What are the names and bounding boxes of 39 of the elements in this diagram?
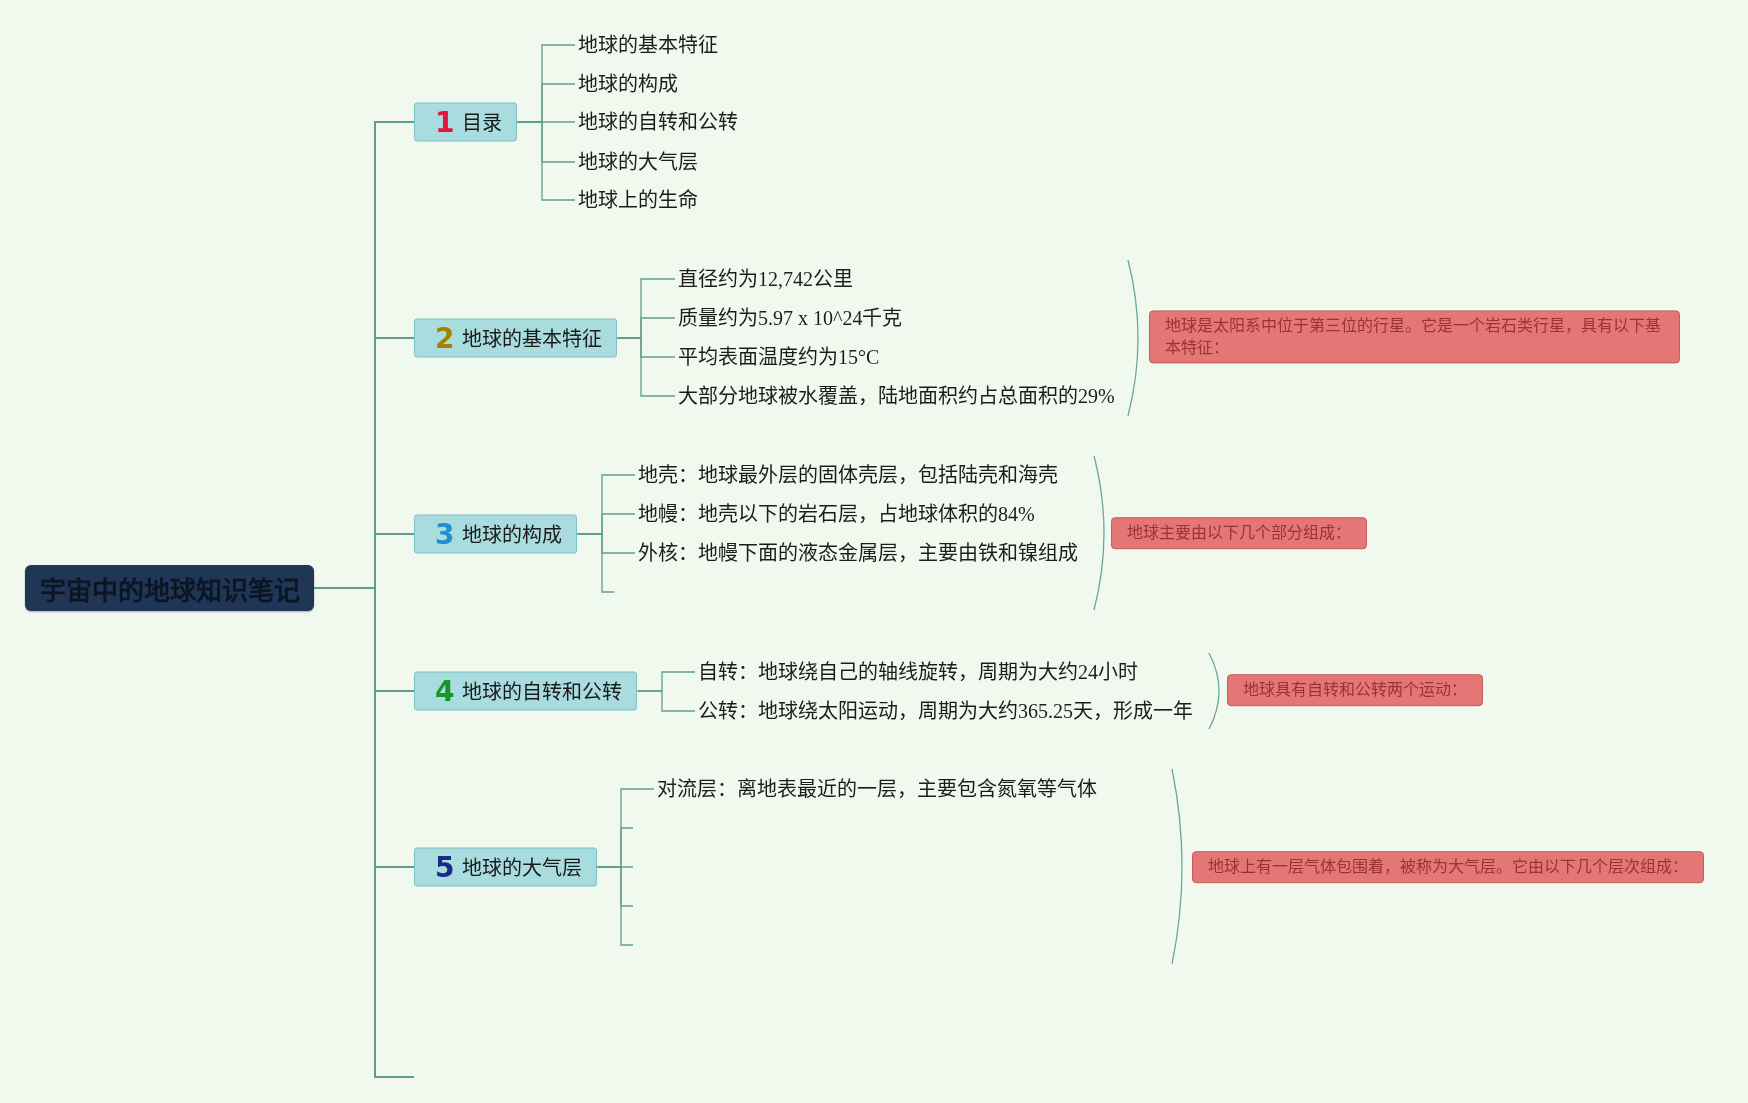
topic-title: 地球的构成 xyxy=(462,522,563,546)
subtopic-text: 平均表面温度约为15°C xyxy=(675,346,880,368)
topic-box xyxy=(414,671,638,711)
topic-number: 2 xyxy=(435,324,455,352)
topic-title: 地球的基本特征 xyxy=(462,326,603,350)
subtopic-text: 质量约为5.97 x 10^24千克 xyxy=(675,307,903,329)
connector-line xyxy=(576,533,615,593)
subtopic-text: 地球的基本特征 xyxy=(575,34,718,56)
subtopic-text: 地幔：地壳以下的岩石层，占地球体积的84% xyxy=(635,503,1035,525)
subtopic-text: 地球上的生命 xyxy=(575,189,698,211)
summary-box: 地球具有自转和公转两个运动： xyxy=(1227,674,1483,706)
connector-line xyxy=(596,866,634,946)
summary-box: 地球上有一层气体包围着，被称为大气层。它由以下几个层次组成： xyxy=(1192,851,1704,883)
topic-box xyxy=(414,102,518,142)
topic-number: 4 xyxy=(435,677,455,705)
subtopic-text: 直径约为12,742公里 xyxy=(675,268,853,290)
summary-box: 地球是太阳系中位于第三位的行星。它是一个岩石类行星，具有以下基本特征： xyxy=(1149,310,1680,364)
topic-box xyxy=(414,847,598,887)
topic-box xyxy=(414,514,578,554)
topic-title: 地球的大气层 xyxy=(462,855,583,879)
connector-line xyxy=(636,690,696,712)
topic-box xyxy=(414,318,618,358)
topic-title: 目录 xyxy=(462,110,503,134)
subtopic-text: 外核：地幔下面的液态金属层，主要由铁和镍组成 xyxy=(635,542,1078,564)
summary-box: 地球主要由以下几个部分组成： xyxy=(1111,517,1367,549)
topic-number: 1 xyxy=(435,108,455,136)
topic-number: 3 xyxy=(435,520,455,548)
subtopic-text: 地壳：地球最外层的固体壳层，包括陆壳和海壳 xyxy=(635,464,1058,486)
topic-title: 地球的自转和公转 xyxy=(462,679,623,703)
connector-line xyxy=(516,121,576,201)
subtopic-text: 对流层：离地表最近的一层，主要包含氮氧等气体 xyxy=(654,778,1097,800)
subtopic-text: 大部分地球被水覆盖，陆地面积约占总面积的29% xyxy=(675,385,1115,407)
subtopic-text: 地球的构成 xyxy=(575,73,678,95)
subtopic-text: 公转：地球绕太阳运动，周期为大约365.25天，形成一年 xyxy=(695,700,1193,722)
connector-line xyxy=(616,337,676,397)
subtopic-text: 地球的大气层 xyxy=(575,151,698,173)
subtopic-text: 地球的自转和公转 xyxy=(575,111,738,133)
subtopic-text: 自转：地球绕自己的轴线旋转，周期为大约24小时 xyxy=(695,661,1138,683)
topic-number: 5 xyxy=(435,853,455,881)
